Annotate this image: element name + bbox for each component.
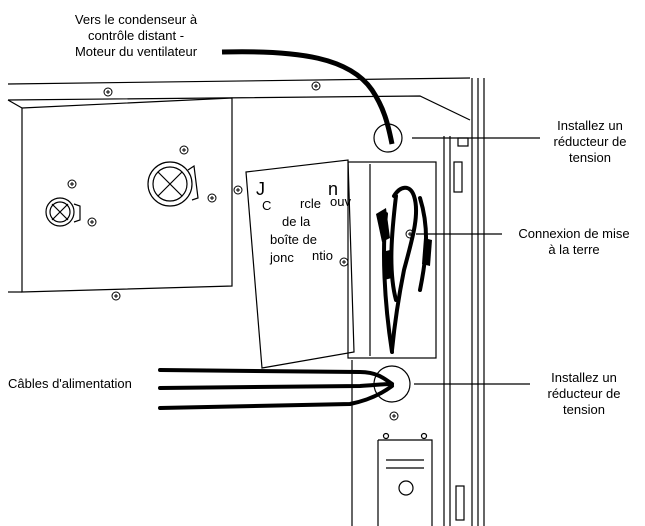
left-panel [21,97,233,293]
cover-letter-n: n [328,179,339,199]
cover-text-ntio: ntio [312,248,333,263]
screw-icon [111,291,121,301]
strain-bottom-line2: réducteur de [547,386,621,401]
strain-top-line3: tension [569,150,611,165]
slot-lower [455,485,465,521]
ground-line2: à la terre [548,242,600,257]
screw-icon [389,411,399,421]
cover-text-rcle: rcle [300,196,321,211]
cover-letter-j: J [256,179,265,199]
cover-text-jonc: jonc [270,250,294,265]
strain-relief-bottom-label: Installez un réducteur de tension [536,370,632,418]
screw-icon [87,217,97,227]
power-cable-2 [158,382,394,390]
condenser-cable [221,49,395,145]
strain-bottom-line3: tension [563,402,605,417]
screw-icon [67,179,77,189]
strain-relief-top-label: Installez un réducteur de tension [542,118,638,166]
large-fitting [147,161,199,207]
housing-upper-edge [7,95,471,121]
cover-text-boite-de: boîte de [270,232,317,247]
condenser-label-line2: contrôle distant - [87,28,185,43]
strain-top-line1: Installez un [557,118,623,133]
power-cables-label: Câbles d'alimentation [8,376,132,391]
wire-bundle [390,185,419,352]
junction-box-cover [245,159,355,369]
strain-bottom-line1: Installez un [551,370,617,385]
small-fitting [45,197,81,227]
screw-icon [339,257,349,267]
condenser-label-line3: Moteur du ventilateur [74,44,198,59]
cover-text-ouv: ouv [330,194,351,209]
mounting-bracket [377,439,433,526]
screw-icon [233,185,243,195]
screw-icon [207,193,217,203]
wire-nut-icon [422,238,432,266]
condenser-label: Vers le condenseur à contrôle distant - … [56,12,216,60]
wire-nut-icon [376,208,390,242]
condenser-label-line1: Vers le condenseur à [74,12,198,27]
power-cable-1 [158,368,394,386]
ground-line1: Connexion de mise [518,226,630,241]
housing-top-edge [7,77,471,85]
wire-nut-icon [382,250,392,280]
slot-upper [453,161,463,193]
screw-icon [179,145,189,155]
screw-icon [311,81,321,91]
power-cable-3 [158,384,394,410]
strain-top-line2: réducteur de [553,134,627,149]
cover-text-c: C [262,198,272,213]
cover-text-de-la: de la [282,214,311,229]
screw-icon [103,87,113,97]
ground-connection-label: Connexion de mise à la terre [504,226,644,258]
